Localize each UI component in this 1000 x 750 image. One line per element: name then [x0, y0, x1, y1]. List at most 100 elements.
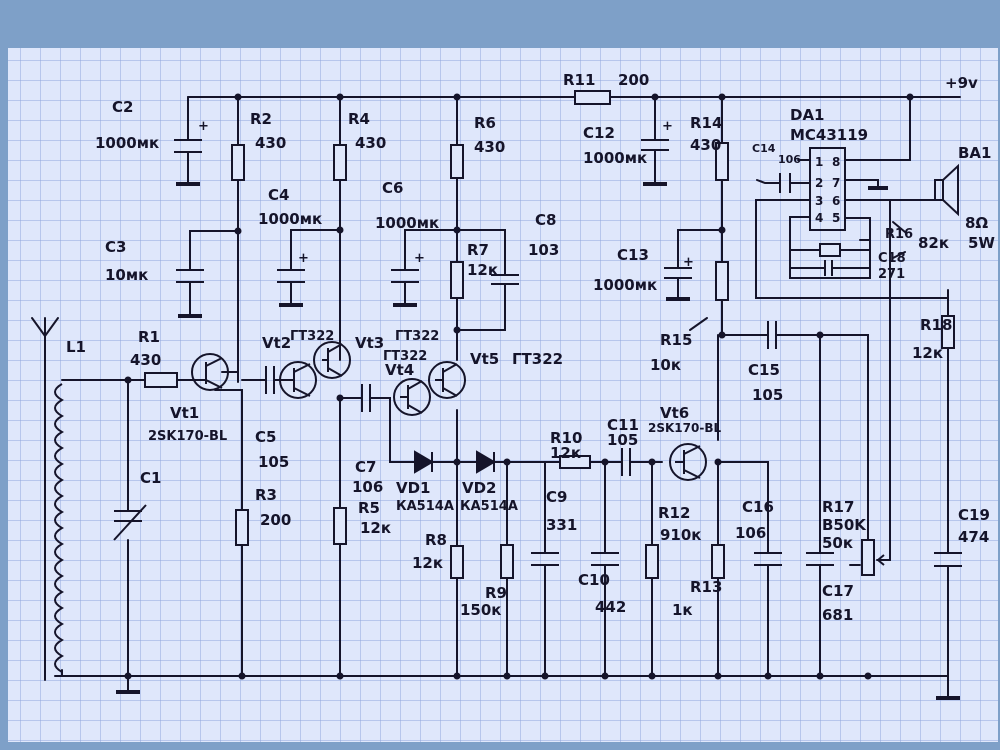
res-ref: R6 — [474, 114, 496, 132]
antenna-wire — [31, 317, 59, 681]
speaker-power: 5W — [968, 234, 995, 252]
cap-ref: C6 — [382, 179, 403, 197]
ic-pin: 3 — [815, 194, 823, 208]
cap-ref: C19 — [958, 506, 990, 524]
cap-ref: C7 — [355, 458, 376, 476]
ic-pin: 1 — [815, 155, 823, 169]
transistor-ref: Vt5 — [470, 350, 499, 368]
res-value: 200 — [260, 511, 291, 529]
cap-value: 106 — [352, 478, 383, 496]
transistor-part: ГТ322 — [512, 350, 563, 368]
cap-ref: C18 — [878, 251, 906, 266]
res-value-alt: 50к — [822, 534, 853, 552]
cap-ref: C17 — [822, 582, 854, 600]
cap-ref: C2 — [112, 98, 133, 116]
cap-value: 474 — [958, 528, 989, 546]
grid-lines — [8, 48, 998, 742]
speaker-ba1-symbol — [934, 163, 959, 217]
cap-value: 1000мк — [258, 210, 322, 228]
cap-ref: C1 — [140, 469, 161, 487]
ic-pin: 4 — [815, 211, 823, 225]
polarity-marks: +++ ++ — [198, 119, 694, 270]
speaker-impedance: 8Ω — [965, 214, 988, 232]
cap-value: 105 — [258, 453, 289, 471]
transistor-vt5-symbol — [428, 361, 466, 399]
cap-ref: C11 — [607, 416, 639, 434]
cap-value: 106 — [735, 524, 766, 542]
cap-value: 681 — [822, 606, 853, 624]
cap-value: 1000мк — [583, 149, 647, 167]
transistor-part: ГТ322 — [383, 349, 427, 364]
transistor-vt2-symbol — [279, 361, 317, 399]
res-value: 1к — [672, 601, 693, 619]
res-value: 150к — [460, 601, 502, 619]
svg-text:+: + — [414, 251, 425, 266]
power-label: +9v — [945, 74, 978, 92]
ic-part: MC43119 — [790, 126, 868, 144]
res-value: 12к — [467, 261, 498, 279]
cap-value: 106 — [778, 153, 801, 166]
variable-capacitor-c1-symbol — [113, 504, 147, 541]
cap-value: 442 — [595, 598, 626, 616]
antenna-ref: L1 — [66, 338, 86, 356]
diode-symbols — [414, 450, 496, 474]
ic-ref: DA1 — [790, 106, 825, 124]
ic-pin: 8 — [832, 155, 840, 169]
res-value: B50K — [822, 516, 867, 534]
svg-text:+: + — [662, 119, 673, 134]
cap-ref: C14 — [752, 142, 776, 155]
res-ref: R15 — [660, 331, 692, 349]
res-ref: R2 — [250, 110, 272, 128]
res-ref: R10 — [550, 429, 582, 447]
cap-value: 271 — [878, 267, 905, 282]
res-ref: R13 — [690, 578, 722, 596]
cap-ref: C5 — [255, 428, 276, 446]
transistor-vt3-symbol — [313, 341, 351, 379]
transistor-symbols — [191, 341, 707, 481]
res-value: 12к — [912, 344, 943, 362]
transistor-vt4-symbol — [393, 378, 431, 416]
res-value: 910к — [660, 526, 702, 544]
diode-ref: VD1 — [396, 479, 431, 497]
junction-dots — [124, 93, 914, 680]
cap-value: 105 — [752, 386, 783, 404]
res-value: 10к — [650, 356, 681, 374]
res-ref: R11 — [563, 71, 595, 89]
res-ref: R8 — [425, 531, 447, 549]
capacitor-symbols — [174, 139, 962, 567]
svg-text:+: + — [198, 119, 209, 134]
res-ref: R1 — [138, 328, 160, 346]
ic-pin: 6 — [832, 194, 840, 208]
res-value: 12к — [360, 519, 391, 537]
diode-ref: VD2 — [462, 479, 497, 497]
cap-ref: C8 — [535, 211, 556, 229]
res-value: 430 — [474, 138, 505, 156]
transistor-part-extra: ГТ322 — [395, 329, 439, 344]
res-ref: R17 — [822, 498, 854, 516]
cap-value: 331 — [546, 516, 577, 534]
res-ref: R7 — [467, 241, 489, 259]
transistor-ref: Vt2 — [262, 334, 291, 352]
cap-ref: C9 — [546, 488, 567, 506]
cap-value: 105 — [607, 431, 638, 449]
cap-ref: C15 — [748, 361, 780, 379]
speaker-ref: BA1 — [958, 144, 991, 162]
ic-pin: 7 — [832, 176, 840, 190]
ground-symbols — [116, 182, 960, 700]
transistor-part: 2SK170-BL — [648, 421, 721, 435]
transistor-vt1-symbol — [191, 353, 229, 391]
cap-ref: C16 — [742, 498, 774, 516]
res-value: 430 — [255, 134, 286, 152]
coil-l1-symbol — [54, 383, 65, 673]
cap-ref: C13 — [617, 246, 649, 264]
ic-pin: 5 — [832, 211, 840, 225]
res-ref: R9 — [485, 584, 507, 602]
ic-da1-body — [809, 147, 846, 231]
cap-value: 1000мк — [593, 276, 657, 294]
cap-ref: C3 — [105, 238, 126, 256]
cap-value: 1000мк — [95, 134, 159, 152]
transistor-ref: Vt4 — [385, 361, 414, 379]
res-ref: R12 — [658, 504, 690, 522]
res-ref: R3 — [255, 486, 277, 504]
